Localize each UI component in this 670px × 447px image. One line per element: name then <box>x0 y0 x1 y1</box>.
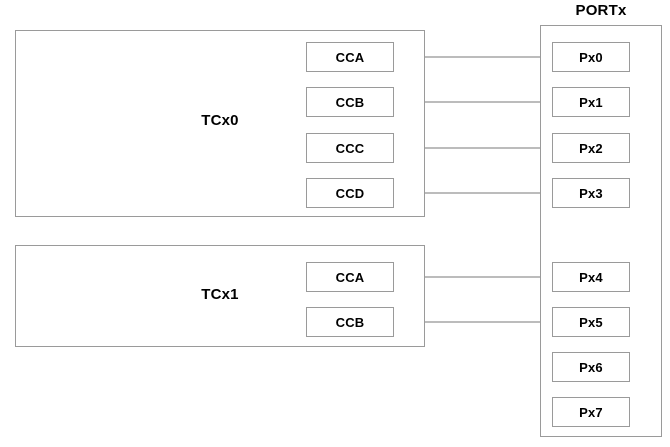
channel-box-tcx1-ccb[interactable]: CCB <box>306 307 394 337</box>
channel-box-tcx0-cca[interactable]: CCA <box>306 42 394 72</box>
pin-label: Px2 <box>579 140 603 156</box>
pin-label: Px5 <box>579 314 603 330</box>
channel-box-tcx0-ccb[interactable]: CCB <box>306 87 394 117</box>
pin-box-px7[interactable]: Px7 <box>552 397 630 427</box>
channel-label: CCA <box>335 269 365 285</box>
module-label-tcx0: TCx0 <box>201 112 239 129</box>
pin-box-px0[interactable]: Px0 <box>552 42 630 72</box>
pin-label: Px3 <box>579 185 603 201</box>
channel-label: CCA <box>335 49 365 65</box>
pin-box-px1[interactable]: Px1 <box>552 87 630 117</box>
pin-label: Px6 <box>579 359 603 375</box>
channel-label: CCB <box>335 314 365 330</box>
pin-label: Px0 <box>579 49 603 65</box>
pin-box-px6[interactable]: Px6 <box>552 352 630 382</box>
channel-box-tcx0-ccc[interactable]: CCC <box>306 133 394 163</box>
channel-box-tcx1-cca[interactable]: CCA <box>306 262 394 292</box>
pin-box-px5[interactable]: Px5 <box>552 307 630 337</box>
pin-box-px2[interactable]: Px2 <box>552 133 630 163</box>
pin-label: Px7 <box>579 404 603 420</box>
pin-box-px4[interactable]: Px4 <box>552 262 630 292</box>
pin-label: Px1 <box>579 94 603 110</box>
channel-box-tcx0-ccd[interactable]: CCD <box>306 178 394 208</box>
channel-label: CCB <box>335 94 365 110</box>
channel-label: CCC <box>335 140 365 156</box>
pin-box-px3[interactable]: Px3 <box>552 178 630 208</box>
pin-label: Px4 <box>579 269 603 285</box>
channel-label: CCD <box>335 185 365 201</box>
module-label-tcx1: TCx1 <box>201 286 239 303</box>
port-title: PORTx <box>575 2 627 19</box>
